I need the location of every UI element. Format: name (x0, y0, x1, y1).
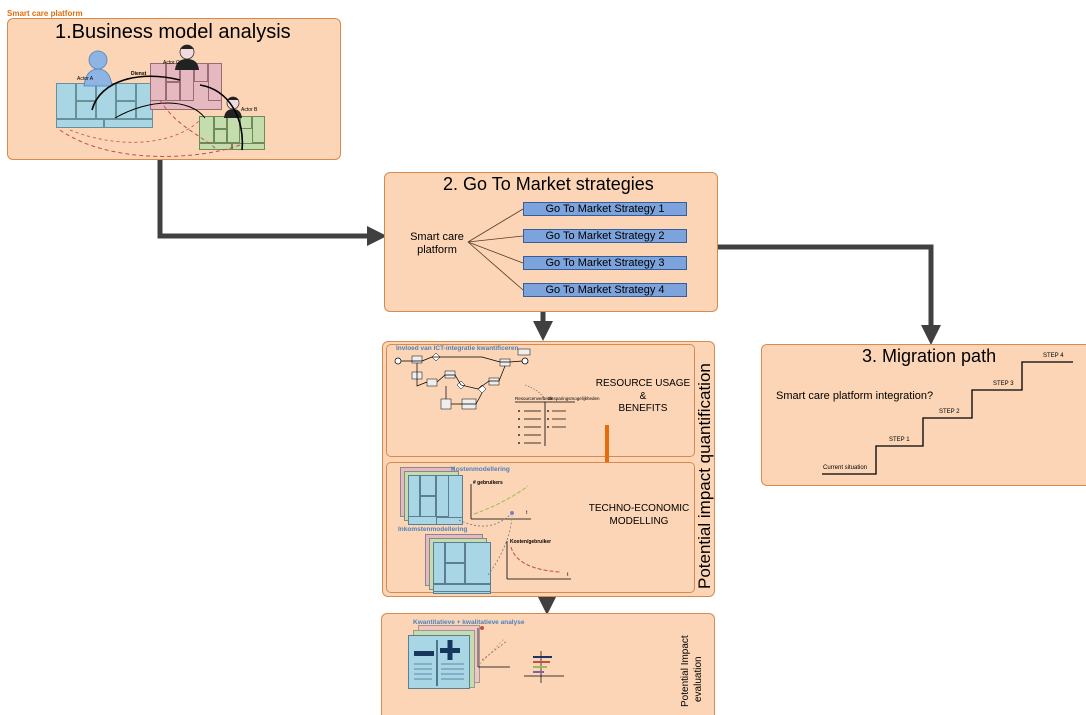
arrow-gtm-to-migration (717, 244, 941, 345)
gtm-strategy-3: Go To Market Strategy 3 (523, 256, 687, 270)
cost-model-label: Kostenmodellering (451, 466, 510, 473)
resource-col1: Resourcenverbruik (515, 396, 553, 401)
users-axis-label: # gebruikers (473, 480, 503, 486)
income-model-label: Inkomstenmodellering (398, 526, 468, 533)
migration-step-4: STEP 4 (1043, 353, 1064, 359)
migration-title: 3. Migration path (862, 346, 997, 366)
migration-box (761, 344, 1086, 486)
platform-label: Smart care platform (7, 9, 83, 18)
minus-icon (414, 651, 434, 656)
actor-a-label: Actor A (77, 76, 94, 82)
gtm-source-line2: platform (417, 244, 457, 256)
migration-start-label: Current situation (823, 465, 868, 471)
gtm-strategy-2: Go To Market Strategy 2 (523, 229, 687, 243)
techno-line1: TECHNO-ECONOMIC (588, 503, 690, 514)
resource-line1: RESOURCE USAGE (595, 378, 691, 389)
actor-c-person-icon (175, 44, 199, 70)
t-axis-label-2: t (567, 572, 569, 578)
gtm-source-line1: Smart care (410, 231, 464, 243)
techno-line2: MODELLING (609, 516, 669, 527)
actor-a-person-icon (83, 50, 113, 87)
resource-col2: Besparingsmogelijkheden (548, 396, 600, 401)
cost-per-user-axis-label: Kosten/gebruiker (510, 539, 552, 545)
gtm-strategy-4: Go To Market Strategy 4 (523, 283, 687, 297)
migration-question: Smart care platform integration? (776, 390, 934, 402)
migration-step-1: STEP 1 (889, 437, 910, 443)
resource-usage-box (386, 344, 695, 457)
actor-c-label: Actor C (163, 60, 180, 66)
resource-line2: & (639, 391, 647, 402)
t-axis-label-1: t (526, 510, 528, 516)
actor-b-label: Actor B (241, 107, 258, 113)
migration-step-2: STEP 2 (939, 409, 960, 415)
resource-header: Invloed van ICT-integratie kwantificeren (396, 345, 519, 352)
migration-step-3: STEP 3 (993, 381, 1014, 387)
resource-line3: BENEFITS (618, 403, 668, 414)
business-model-title: 1.Business model analysis (55, 21, 291, 43)
flow-label: Dienst (131, 71, 147, 77)
actor-b-person-icon (224, 96, 242, 118)
gtm-title: 2. Go To Market strategies (443, 174, 654, 194)
arrow-bm-to-gtm (157, 160, 387, 246)
evaluation-header: Kwantitatieve + kwalitatieve analyse (413, 619, 525, 626)
gtm-strategy-1: Go To Market Strategy 1 (523, 202, 687, 216)
